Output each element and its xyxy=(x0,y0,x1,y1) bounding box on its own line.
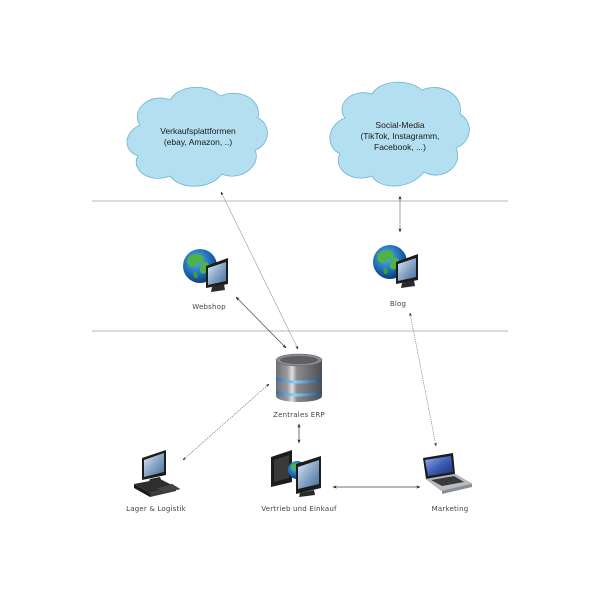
cloud-label-line: (TikTok, Instagramm, xyxy=(360,131,439,141)
connections xyxy=(182,191,437,489)
node-label-marketing: Marketing xyxy=(432,505,469,513)
cloud-social-media[interactable]: Social-Media (TikTok, Instagramm, Facebo… xyxy=(329,81,470,187)
connection-verkauf-erp xyxy=(220,191,299,350)
cloud-shape xyxy=(126,87,268,187)
desktop-computer-icon xyxy=(134,450,181,497)
cloud-verkaufsplattformen[interactable]: Verkaufsplattformen (ebay, Amazon, ..) xyxy=(126,87,268,187)
connection-erp-lager xyxy=(182,383,270,461)
node-blog[interactable]: Blog xyxy=(373,245,418,308)
node-marketing[interactable]: Marketing xyxy=(423,453,473,513)
node-label-lager: Lager & Logistik xyxy=(126,505,187,513)
connection-blog-marketing xyxy=(409,312,437,447)
cloud-label-line: Facebook, ...) xyxy=(374,142,426,152)
dual-monitor-globe-icon xyxy=(271,450,321,497)
cloud-label-line: (ebay, Amazon, ..) xyxy=(164,137,233,147)
node-label-vertrieb: Vertrieb und Einkauf xyxy=(261,505,337,513)
globe-monitor-icon xyxy=(373,245,418,288)
node-vertrieb-einkauf[interactable]: Vertrieb und Einkauf xyxy=(261,450,337,513)
node-label-blog: Blog xyxy=(390,300,406,308)
node-lager-logistik[interactable]: Lager & Logistik xyxy=(126,450,187,513)
node-label-webshop: Webshop xyxy=(192,303,226,311)
node-webshop[interactable]: Webshop xyxy=(183,249,228,311)
laptop-icon xyxy=(423,453,473,494)
globe-monitor-icon xyxy=(183,249,228,292)
cloud-label-line: Verkaufsplattformen xyxy=(160,126,236,136)
node-label-erp: Zentrales ERP xyxy=(273,411,325,419)
cloud-label-line: Social-Media xyxy=(375,120,424,130)
cloud-shape xyxy=(329,81,470,187)
database-icon xyxy=(275,353,323,402)
node-zentrales-erp[interactable]: Zentrales ERP xyxy=(273,353,325,419)
connection-webshop-erp xyxy=(235,296,287,349)
